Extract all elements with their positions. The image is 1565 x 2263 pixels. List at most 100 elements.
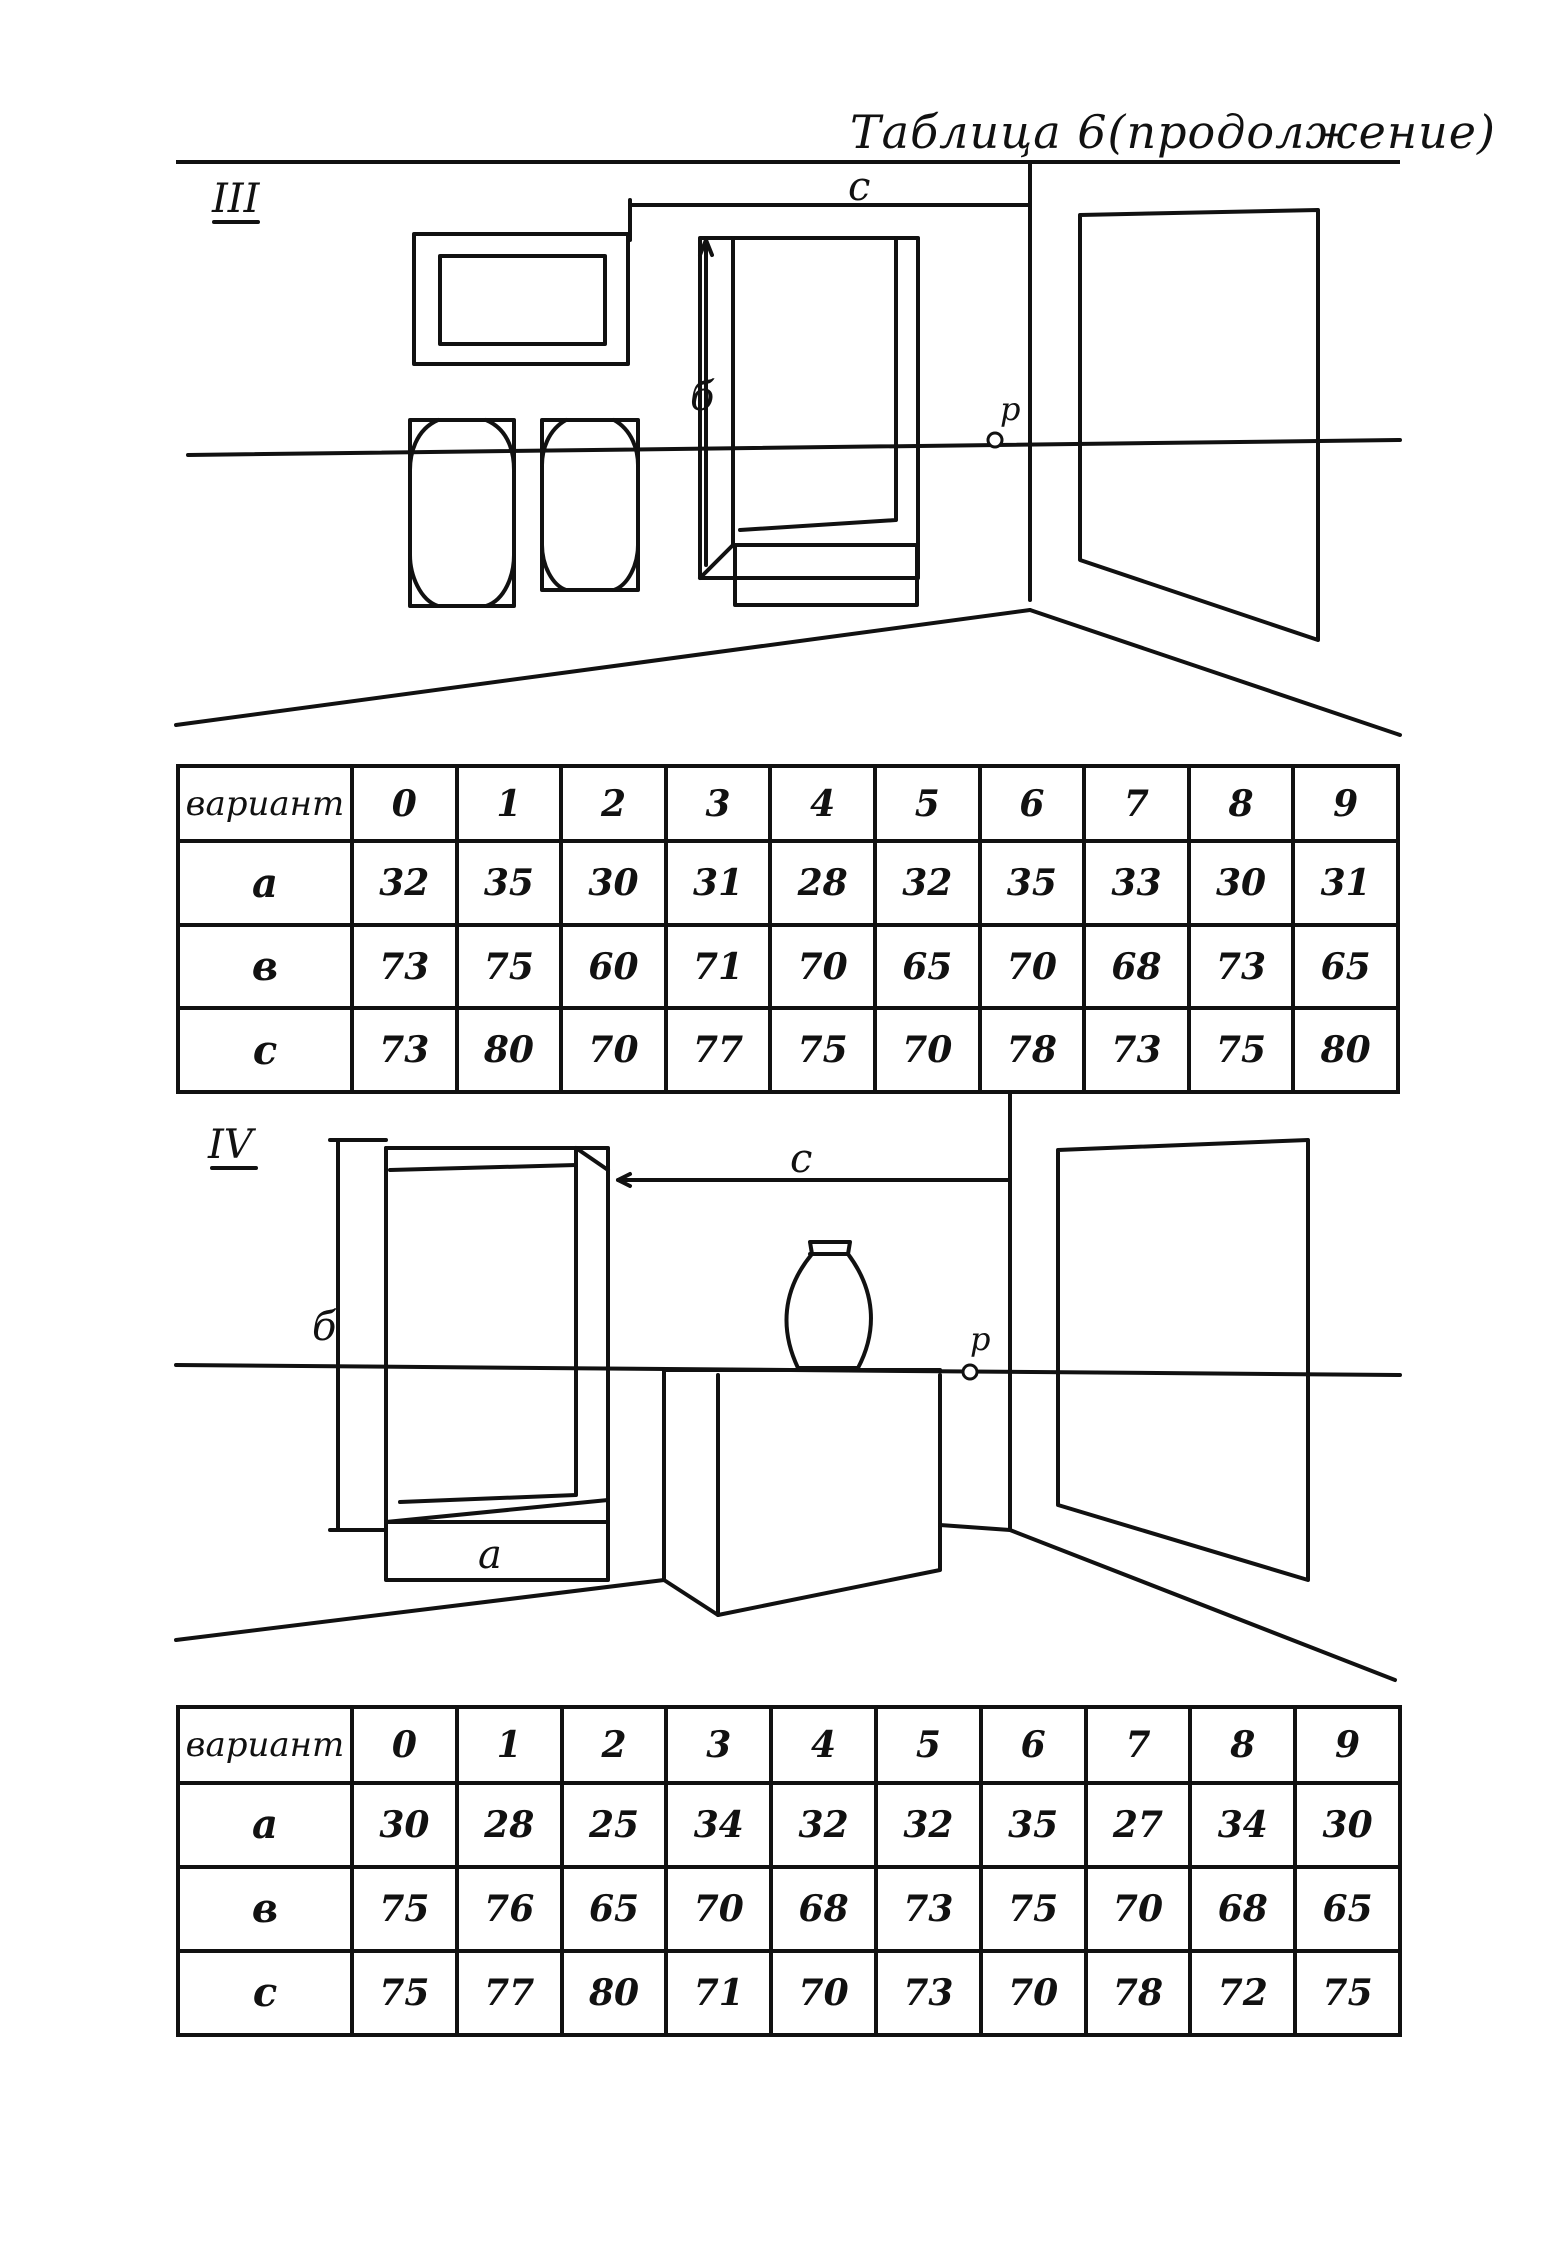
table-cell: 77 bbox=[663, 1006, 773, 1094]
roman-label-4: IV bbox=[207, 1122, 257, 1168]
table-cell: 60 bbox=[559, 922, 668, 1011]
table-cell: 28 bbox=[768, 839, 877, 927]
table-cell: 70 bbox=[977, 922, 1087, 1011]
table-col-3: 3 bbox=[664, 1705, 774, 1785]
oval-frame-left bbox=[408, 418, 516, 608]
table-cell: 70 bbox=[769, 1948, 878, 2038]
table-cell: 75 bbox=[350, 1864, 459, 1953]
roman-label-3: III bbox=[211, 176, 261, 222]
table-col-0: 0 bbox=[350, 763, 459, 844]
dimension-b-label: б bbox=[690, 374, 715, 420]
row-label: c bbox=[176, 1948, 354, 2038]
dimension-c-label: c bbox=[790, 1136, 812, 1182]
point-p-marker bbox=[986, 431, 1004, 449]
table-col-2: 2 bbox=[559, 1705, 669, 1785]
table-cell: 78 bbox=[977, 1006, 1087, 1094]
table-cell: 33 bbox=[1082, 839, 1191, 927]
table-col-9: 9 bbox=[1293, 1705, 1402, 1785]
table-cell: 80 bbox=[559, 1948, 669, 2038]
row-label: a bbox=[176, 839, 354, 927]
dimension-b-label: б bbox=[312, 1304, 337, 1350]
table-cell: 30 bbox=[350, 1780, 459, 1869]
window-frame bbox=[698, 236, 920, 580]
table-cell: 70 bbox=[559, 1006, 668, 1094]
table-cell: 30 bbox=[559, 839, 668, 927]
table-cell: 70 bbox=[872, 1006, 982, 1094]
table-cell: 35 bbox=[454, 839, 564, 927]
table-cell: 75 bbox=[350, 1948, 459, 2038]
vase bbox=[784, 1240, 873, 1370]
table-cell: 31 bbox=[663, 839, 773, 927]
header-rule bbox=[176, 160, 1400, 164]
table-cell: 35 bbox=[977, 839, 1087, 927]
variant-table-4: вариант 0 1 2 3 4 5 6 7 8 9 a 30 28 25 3… bbox=[176, 1705, 1402, 2038]
table-cell: 70 bbox=[664, 1864, 774, 1953]
table-col-0: 0 bbox=[350, 1705, 459, 1785]
table-cell: 68 bbox=[1188, 1864, 1298, 1953]
table-cell: 30 bbox=[1293, 1780, 1402, 1869]
table-cell: 65 bbox=[1293, 1864, 1402, 1953]
table-cell: 73 bbox=[873, 1864, 983, 1953]
table-col-6: 6 bbox=[977, 763, 1087, 844]
table-cell: 68 bbox=[769, 1864, 878, 1953]
table-col-8: 8 bbox=[1188, 1705, 1298, 1785]
table-col-3: 3 bbox=[663, 763, 773, 844]
variant-table-3: вариант 0 1 2 3 4 5 6 7 8 9 a 32 35 30 3… bbox=[176, 763, 1400, 1094]
table-cell: 78 bbox=[1083, 1948, 1193, 2038]
table-cell: 25 bbox=[559, 1780, 669, 1869]
table-cell: 73 bbox=[350, 922, 459, 1011]
table-cell: 34 bbox=[664, 1780, 774, 1869]
door bbox=[1078, 208, 1320, 642]
table-cell: 75 bbox=[768, 1006, 877, 1094]
table-cell: 68 bbox=[1082, 922, 1191, 1011]
table-cell: 75 bbox=[1293, 1948, 1402, 2038]
page-title: Таблица 6(продолжение) bbox=[850, 105, 1496, 159]
door bbox=[1056, 1138, 1310, 1582]
table-cell: 32 bbox=[872, 839, 982, 927]
table-col-4: 4 bbox=[769, 1705, 878, 1785]
table-row: a 30 28 25 34 32 32 35 27 34 30 bbox=[176, 1780, 1402, 1869]
table-cell: 80 bbox=[454, 1006, 564, 1094]
table-row-header: вариант 0 1 2 3 4 5 6 7 8 9 bbox=[176, 1705, 1402, 1785]
table-cell: 70 bbox=[1083, 1864, 1193, 1953]
table-cell: 71 bbox=[664, 1948, 774, 2038]
point-p-label: p bbox=[970, 1320, 990, 1358]
table-cell: 77 bbox=[454, 1948, 564, 2038]
table-cell: 80 bbox=[1291, 1006, 1400, 1094]
table-cell: 73 bbox=[1082, 1006, 1191, 1094]
dimension-a-label: a bbox=[478, 1532, 502, 1578]
table-row-header: вариант 0 1 2 3 4 5 6 7 8 9 bbox=[176, 763, 1400, 844]
table-row: c 73 80 70 77 75 70 78 73 75 80 bbox=[176, 1006, 1400, 1094]
row-label: в bbox=[176, 1864, 354, 1953]
table-row: в 75 76 65 70 68 73 75 70 68 65 bbox=[176, 1864, 1402, 1953]
table-cell: 65 bbox=[872, 922, 982, 1011]
table-col-5: 5 bbox=[872, 763, 982, 844]
table-cell: 32 bbox=[350, 839, 459, 927]
table-cell: 75 bbox=[1186, 1006, 1296, 1094]
table-col-1: 1 bbox=[454, 763, 564, 844]
table-cell: 71 bbox=[663, 922, 773, 1011]
table-cell: 70 bbox=[978, 1948, 1088, 2038]
table-cell: 73 bbox=[873, 1948, 983, 2038]
table-cell: 73 bbox=[1186, 922, 1296, 1011]
table-cell: 65 bbox=[559, 1864, 669, 1953]
table-cell: 75 bbox=[978, 1864, 1088, 1953]
table-col-2: 2 bbox=[559, 763, 668, 844]
table-col-9: 9 bbox=[1291, 763, 1400, 844]
table-col-7: 7 bbox=[1082, 763, 1191, 844]
point-p-marker bbox=[961, 1363, 979, 1381]
table-header-variant: вариант bbox=[176, 763, 354, 844]
table-cell: 34 bbox=[1188, 1780, 1298, 1869]
dimension-c-label: c bbox=[848, 164, 870, 210]
table-cell: 75 bbox=[454, 922, 564, 1011]
row-label: c bbox=[176, 1006, 354, 1094]
figure-3-drawing: III c б p bbox=[174, 160, 1402, 737]
table-header-variant: вариант bbox=[176, 1705, 354, 1785]
row-label: a bbox=[176, 1780, 354, 1869]
table-cell: 32 bbox=[873, 1780, 983, 1869]
table-cell: 31 bbox=[1291, 839, 1400, 927]
point-p-label: p bbox=[1000, 390, 1020, 428]
table-col-8: 8 bbox=[1186, 763, 1296, 844]
table-col-1: 1 bbox=[454, 1705, 564, 1785]
picture-frame bbox=[412, 232, 630, 366]
